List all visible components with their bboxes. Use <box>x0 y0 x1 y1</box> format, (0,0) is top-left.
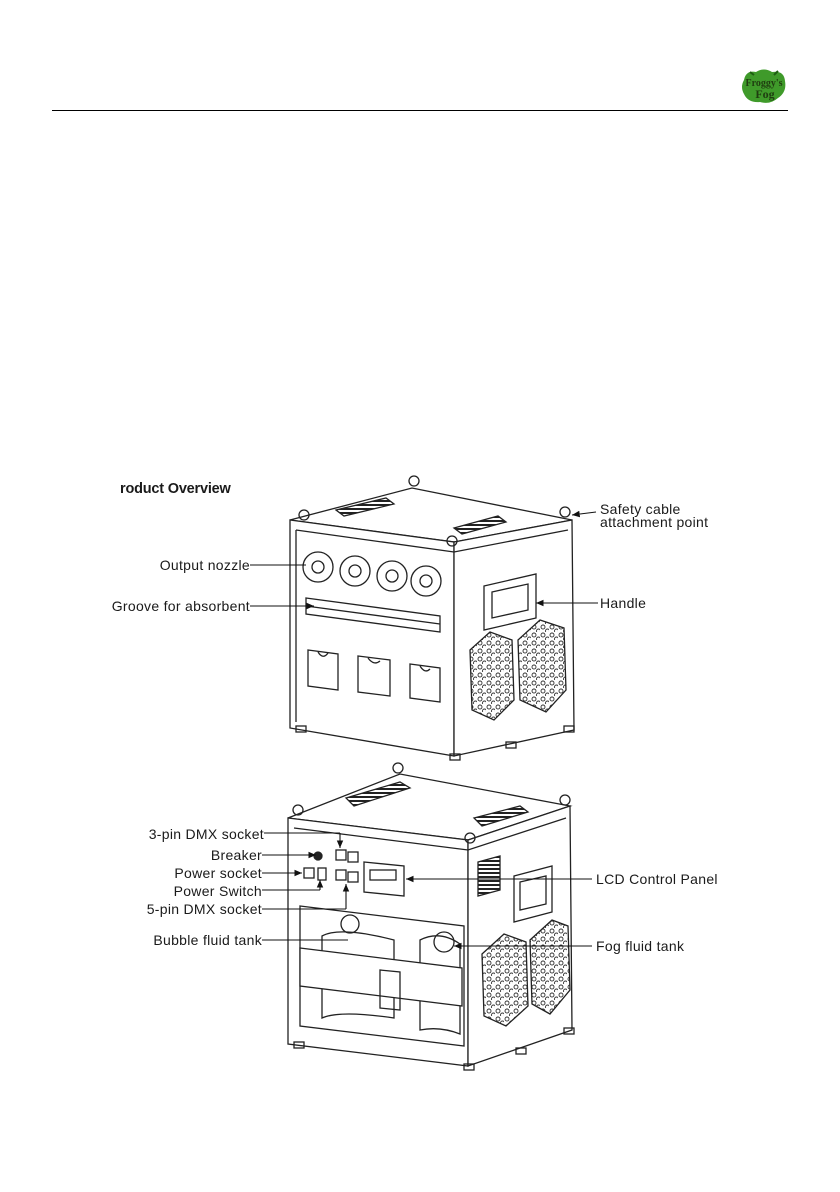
label-groove-absorbent: Groove for absorbent <box>112 598 250 614</box>
front-machine <box>290 476 574 760</box>
label-lcd-control-panel: LCD Control Panel <box>596 871 718 887</box>
label-5pin-dmx-socket: 5-pin DMX socket <box>147 901 262 917</box>
label-fog-fluid-tank: Fog fluid tank <box>596 938 684 954</box>
label-power-socket: Power socket <box>174 865 262 881</box>
label-breaker: Breaker <box>211 847 262 863</box>
rear-machine <box>288 763 574 1070</box>
label-output-nozzle: Output nozzle <box>160 557 250 573</box>
label-3pin-dmx-socket: 3-pin DMX socket <box>149 826 264 842</box>
label-handle: Handle <box>600 595 646 611</box>
label-power-switch: Power Switch <box>174 883 262 899</box>
label-safety-cable-line2: attachment point <box>600 514 708 530</box>
label-bubble-fluid-tank: Bubble fluid tank <box>153 932 262 948</box>
